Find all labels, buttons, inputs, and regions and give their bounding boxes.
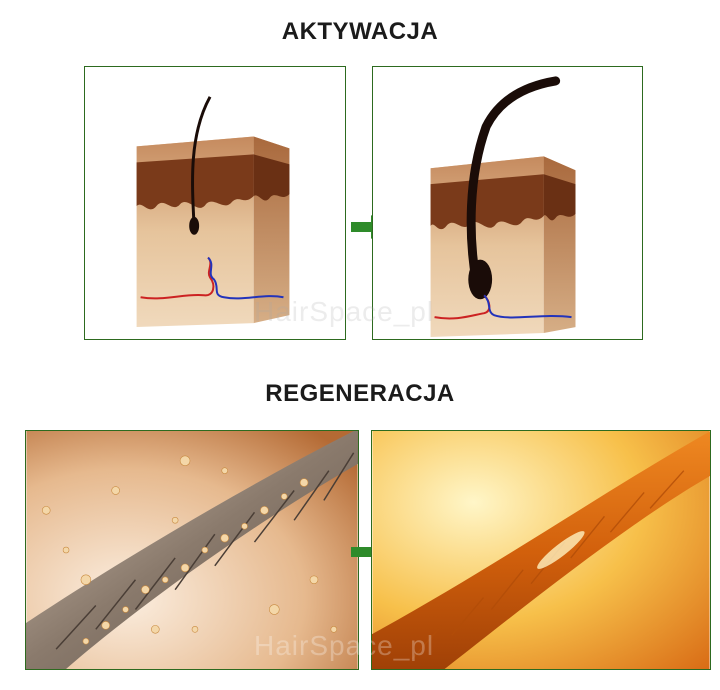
regenerated-hair-image [371, 430, 711, 670]
skin-thick-hair-illustration [430, 76, 576, 338]
regenerated-hair-strand-illustration [372, 431, 710, 669]
skin-after-image [372, 66, 643, 340]
damaged-hair-strand-illustration [26, 431, 358, 669]
section-title-regeneration: REGENERACJA [265, 380, 455, 407]
skin-before-image [84, 66, 346, 340]
damaged-hair-image [25, 430, 359, 670]
skin-thin-hair-illustration [136, 96, 290, 328]
section-title-activation: AKTYWACJA [281, 18, 439, 45]
